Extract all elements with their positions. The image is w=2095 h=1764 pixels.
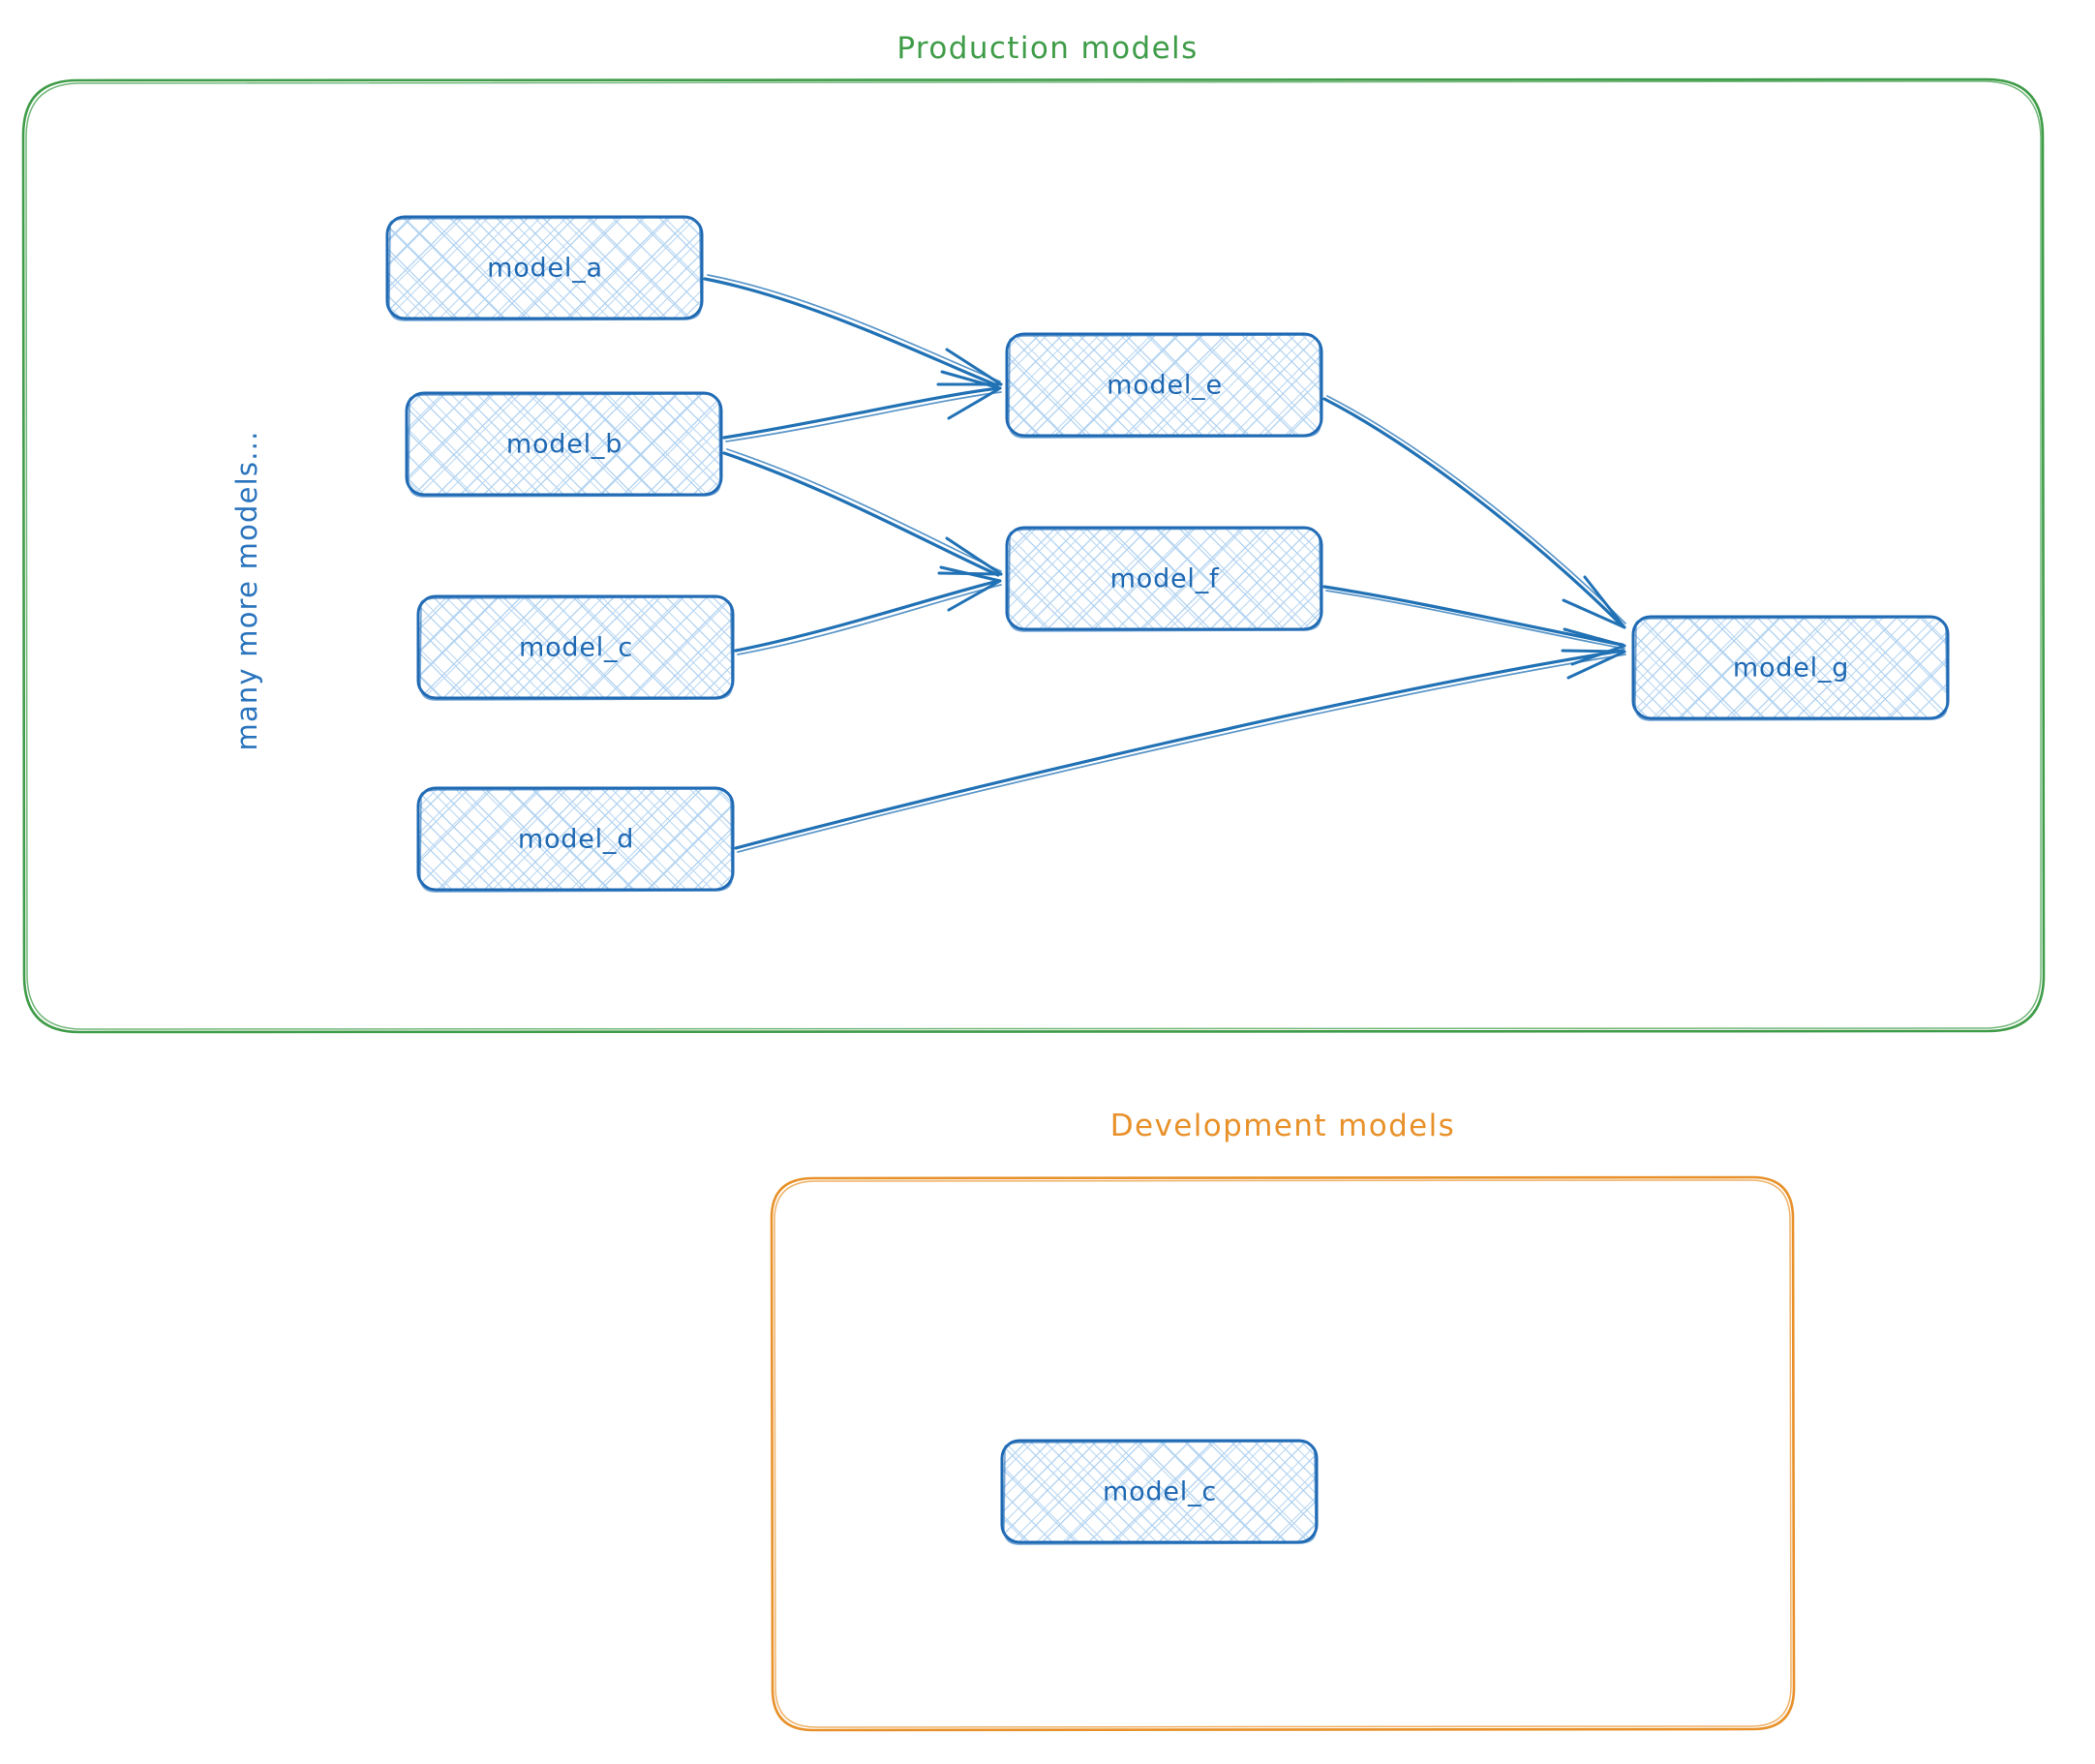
edge-model-c-to-model-f: [734, 565, 1002, 655]
node-model-f-shape: [1005, 526, 1323, 632]
node-model-a-shape: [385, 215, 704, 321]
edge-model-b-to-model-f: [722, 448, 1003, 577]
node-model-g-shape: [1631, 615, 1950, 721]
node-model-e-shape: [1005, 332, 1323, 439]
node-model-d-shape: [416, 786, 735, 893]
node-model-d[interactable]: [418, 788, 733, 890]
node-model-e[interactable]: [1007, 334, 1321, 436]
node-model-g[interactable]: [1633, 617, 1948, 718]
node-model-c-prod[interactable]: [418, 596, 733, 698]
node-model-f[interactable]: [1007, 528, 1321, 629]
node-model-b[interactable]: [407, 393, 721, 495]
node-model-c-dev[interactable]: [1002, 1441, 1317, 1542]
development-group-title: Development models: [1109, 1109, 1456, 1143]
node-model-a[interactable]: [387, 217, 702, 319]
many-more-models-annotation: many more models...: [230, 430, 263, 751]
node-shapes: [385, 215, 1950, 1545]
node-model-c-dev-shape: [1000, 1439, 1319, 1545]
production-group-title: Production models: [896, 31, 1199, 66]
production-group-border: [21, 77, 2046, 1034]
edge-model-f-to-model-g: [1322, 585, 1626, 666]
edge-model-b-to-model-e: [722, 370, 1002, 442]
node-model-c-prod-shape: [416, 594, 735, 701]
edge-model-e-to-model-g: [1322, 395, 1626, 629]
development-group-border: [770, 1175, 1796, 1732]
edge-model-a-to-model-e: [703, 274, 1003, 387]
node-model-b-shape: [405, 391, 723, 498]
edge-model-d-to-model-g: [734, 649, 1626, 853]
